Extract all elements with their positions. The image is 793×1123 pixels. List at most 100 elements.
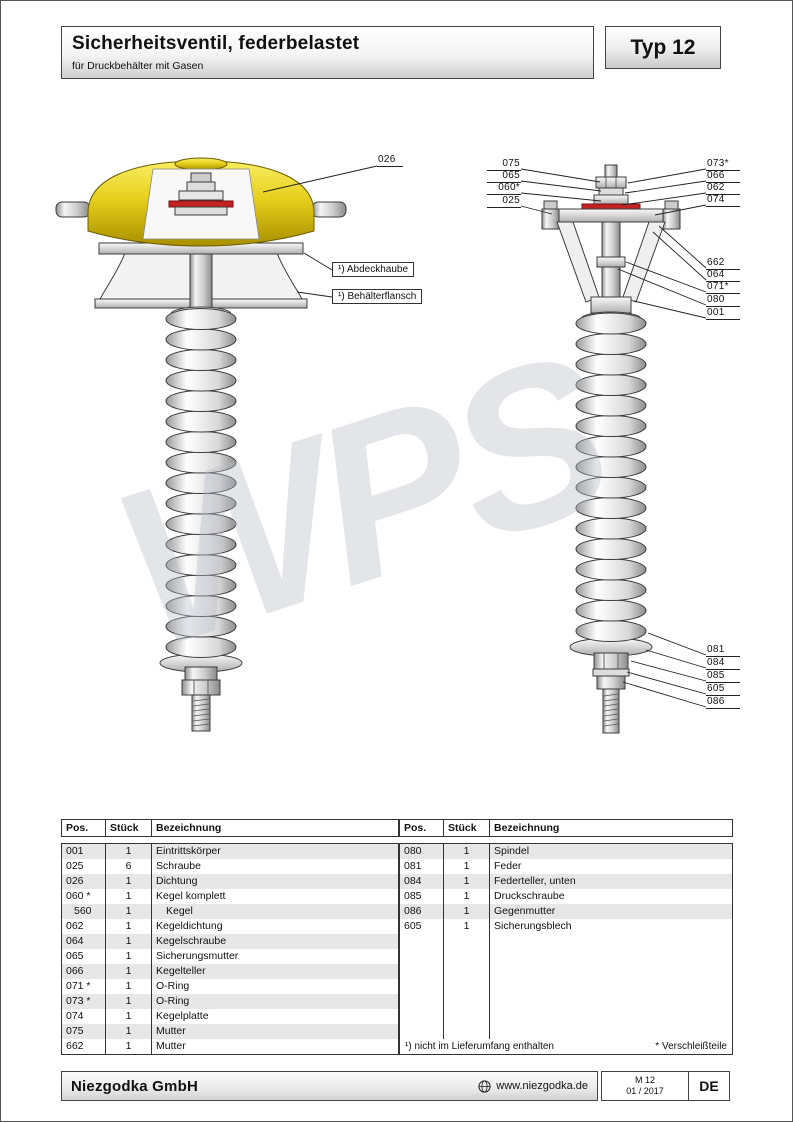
kegelplatte-074 (551, 208, 671, 223)
callout-071: 071* (706, 281, 740, 294)
doc-date: 01 / 2017 (626, 1086, 664, 1096)
callout-080: 080 (706, 294, 740, 307)
footnote-wear-parts: * Verschleißteile (655, 1041, 727, 1052)
callout-060: 060* (487, 182, 521, 195)
col-qty: Stück (106, 820, 152, 836)
druckschraube-085 (593, 652, 629, 670)
footer-bar: Niezgodka GmbH www.niezgodka.de M 12 01 … (61, 1071, 733, 1101)
note-behaelterflansch: ¹) Behälterflansch (332, 289, 423, 304)
yoke-arm-left (556, 221, 600, 303)
col-pos: Pos. (400, 820, 444, 836)
spindle-collar-071 (596, 256, 626, 268)
left-thumb-screw-right (311, 201, 347, 218)
callout-025: 025 (487, 195, 521, 208)
left-thumb-screw-left (55, 201, 91, 218)
seat-gasket-right (581, 203, 641, 210)
header-box: Sicherheitsventil, federbelastet für Dru… (61, 26, 594, 79)
globe-icon (478, 1079, 491, 1093)
doc-code: M 12 (634, 1075, 655, 1085)
callout-073: 073* (706, 158, 740, 171)
col-name: Bezeichnung (494, 822, 560, 834)
sicherungsblech-605 (592, 668, 630, 677)
callout-001: 001 (706, 307, 740, 320)
table-footnotes: ¹) nicht im Lieferumfang enthalten * Ver… (400, 1039, 732, 1054)
left-threads (192, 698, 210, 727)
callout-084: 084 (706, 657, 740, 670)
callout-662: 662 (706, 257, 740, 270)
left-valve-drawing (55, 157, 347, 732)
right-threads (603, 693, 619, 727)
leader-lines (262, 165, 707, 708)
lock-washer-065 (598, 187, 624, 196)
flange-bolt-left-025 (541, 208, 560, 230)
top-nut-075 (595, 176, 627, 189)
col-name: Bezeichnung (156, 822, 222, 834)
type-label-box: Typ 12 (605, 26, 721, 69)
page-title: Sicherheitsventil, federbelastet (72, 33, 360, 54)
page-subtitle: für Druckbehälter mit Gasen (72, 60, 204, 72)
col-pos: Pos. (62, 820, 106, 836)
flange-bolt-right-025 (662, 208, 681, 230)
gegenmutter-086 (596, 675, 626, 690)
note-abdeckhaube: ¹) Abdeckhaube (332, 262, 415, 277)
right-threaded-stud (602, 688, 620, 734)
kegelteller-066 (593, 194, 629, 205)
callout-075: 075 (487, 158, 521, 171)
footnote-delivery: ¹) nicht im Lieferumfang enthalten (405, 1041, 554, 1052)
callout-064: 064 (706, 269, 740, 282)
left-bottom-nut (181, 679, 221, 696)
footer-main: Niezgodka GmbH www.niezgodka.de (61, 1071, 598, 1101)
seat-gasket-left (168, 200, 234, 208)
left-threaded-stud (191, 694, 211, 732)
footer-meta: M 12 01 / 2017 DE (601, 1071, 730, 1101)
website: www.niezgodka.de (478, 1079, 588, 1093)
col-qty: Stück (444, 820, 490, 836)
right-spring-coils (575, 312, 647, 642)
website-url: www.niezgodka.de (496, 1080, 588, 1092)
left-stem (189, 253, 213, 315)
company-name: Niezgodka GmbH (71, 1077, 198, 1095)
table-header: Pos. Stück Bezeichnung (399, 819, 733, 837)
callout-026: 026 (377, 154, 403, 167)
yoke-arm-right (622, 221, 666, 303)
callout-062: 062 (706, 182, 740, 195)
callout-605: 605 (706, 683, 740, 696)
table-empty-area (400, 934, 732, 1039)
callout-086: 086 (706, 696, 740, 709)
table-header: Pos. Stück Bezeichnung (61, 819, 399, 837)
right-valve-drawing (541, 164, 681, 734)
left-spring-coils (165, 308, 237, 658)
language-label: DE (699, 1078, 719, 1094)
callout-065: 065 (487, 170, 521, 183)
inlet-body-001 (590, 296, 632, 314)
callout-074: 074 (706, 194, 740, 207)
callout-066: 066 (706, 170, 740, 183)
doc-code-box: M 12 01 / 2017 (602, 1072, 689, 1100)
